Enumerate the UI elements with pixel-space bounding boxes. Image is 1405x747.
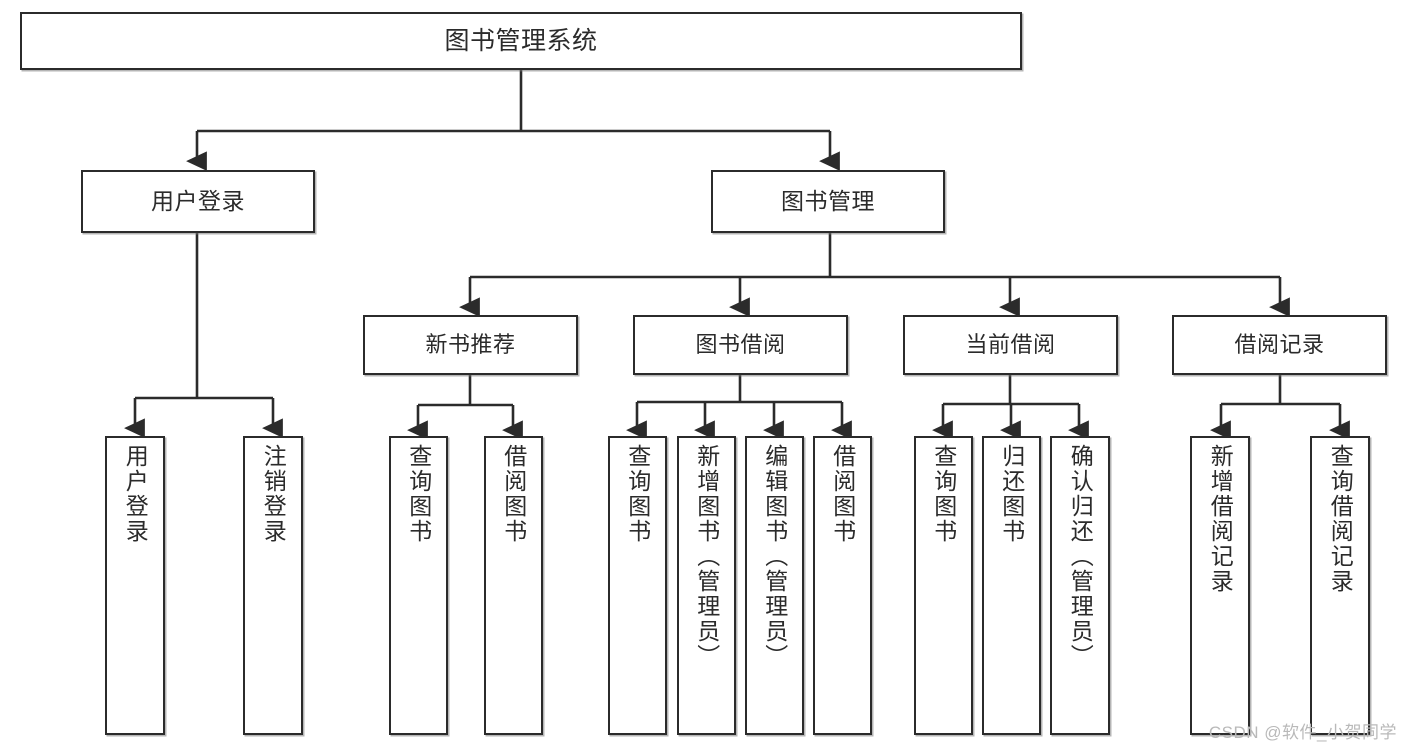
leaf-new-book-query[interactable]: 查询图书: [389, 436, 448, 735]
leaf-new-book-borrow[interactable]: 借阅图书: [484, 436, 543, 735]
node-label: 图书借阅: [695, 331, 786, 357]
leaf-borrow-record-add[interactable]: 新增借阅记录: [1190, 436, 1250, 735]
node-label: 查询图书: [624, 444, 651, 544]
leaf-book-borrow-borrow[interactable]: 借阅图书: [813, 436, 872, 735]
leaf-current-borrow-confirm-return[interactable]: 确认归还（管理员）: [1050, 436, 1110, 735]
node-label: 注销登录: [260, 444, 287, 544]
node-label: 借阅图书: [500, 444, 527, 544]
node-label: 用户登录: [122, 444, 149, 544]
node-label: 新增图书（管理员）: [693, 444, 720, 669]
node-label: 新书推荐: [425, 331, 516, 357]
node-current-borrow[interactable]: 当前借阅: [903, 315, 1118, 375]
watermark-text: CSDN @软件_小贺同学: [1208, 723, 1397, 742]
node-label: 归还图书: [998, 444, 1025, 544]
leaf-current-borrow-query[interactable]: 查询图书: [914, 436, 973, 735]
leaf-book-borrow-edit[interactable]: 编辑图书（管理员）: [745, 436, 804, 735]
node-label: 查询图书: [930, 444, 957, 544]
node-label: 确认归还（管理员）: [1067, 444, 1094, 669]
node-label: 图书管理系统: [444, 27, 598, 55]
node-label: 当前借阅: [965, 331, 1056, 357]
leaf-book-borrow-add[interactable]: 新增图书（管理员）: [677, 436, 736, 735]
node-label: 借阅图书: [829, 444, 856, 544]
node-label: 查询图书: [405, 444, 432, 544]
node-label: 编辑图书（管理员）: [761, 444, 788, 669]
leaf-book-borrow-query[interactable]: 查询图书: [608, 436, 667, 735]
node-borrow-record[interactable]: 借阅记录: [1172, 315, 1387, 375]
node-book-management[interactable]: 图书管理: [711, 170, 945, 233]
node-label: 用户登录: [151, 187, 245, 214]
node-new-book-recommend[interactable]: 新书推荐: [363, 315, 578, 375]
node-label: 图书管理: [781, 187, 875, 214]
node-label: 新增借阅记录: [1207, 444, 1234, 594]
leaf-borrow-record-query[interactable]: 查询借阅记录: [1310, 436, 1370, 735]
node-label: 查询借阅记录: [1327, 444, 1354, 594]
node-book-borrow[interactable]: 图书借阅: [633, 315, 848, 375]
leaf-current-borrow-return[interactable]: 归还图书: [982, 436, 1041, 735]
node-label: 借阅记录: [1234, 331, 1325, 357]
leaf-user-login-logout[interactable]: 注销登录: [243, 436, 303, 735]
leaf-user-login-login[interactable]: 用户登录: [105, 436, 165, 735]
node-user-login[interactable]: 用户登录: [81, 170, 315, 233]
node-root-system[interactable]: 图书管理系统: [20, 12, 1022, 70]
